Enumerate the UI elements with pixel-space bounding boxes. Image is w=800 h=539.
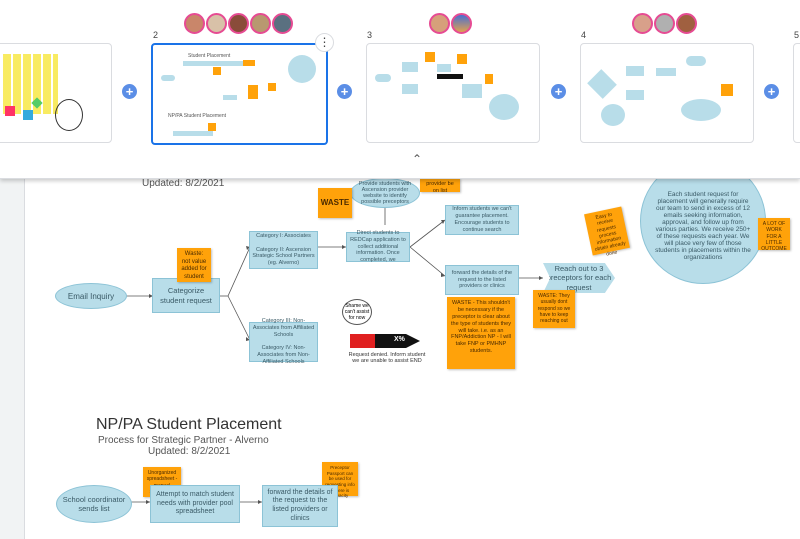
add-frame-icon[interactable]: +	[551, 84, 566, 99]
frame-thumbnail-5[interactable]	[793, 43, 800, 143]
frame-number-2: 2	[153, 30, 159, 40]
collaborator-avatar	[250, 13, 271, 34]
collapse-filmstrip-icon[interactable]: ⌃	[411, 152, 423, 166]
collaborator-avatar	[272, 13, 293, 34]
add-frame-icon[interactable]: +	[122, 84, 137, 99]
frame-number-5: 5	[794, 30, 800, 40]
waste-top-sticky[interactable]: provider be on list	[420, 178, 460, 194]
forward-details-node-2[interactable]: forward the details of the request to th…	[262, 485, 338, 527]
frame-thumbnail-2[interactable]: Student Placement NP/PA Student Placemen…	[151, 43, 328, 145]
attempt-match-node[interactable]: Attempt to match student needs with prov…	[150, 485, 240, 523]
red-arrow-shape	[350, 334, 420, 348]
frame-number-3: 3	[367, 30, 373, 40]
frame-thumbnail-4[interactable]	[580, 43, 754, 143]
collaborator-avatar	[184, 13, 205, 34]
reach-out-preceptors-node[interactable]: Reach out to 3 preceptors for each reque…	[543, 263, 615, 293]
email-inquiry-node[interactable]: Email Inquiry	[55, 283, 127, 309]
collaborator-avatar	[654, 13, 675, 34]
waste-no-response-sticky[interactable]: WASTE: They usually dont respond so we h…	[533, 290, 575, 328]
inform-students-node[interactable]: Inform students we can't guarantee place…	[445, 205, 519, 235]
frame-thumbnail-3[interactable]	[366, 43, 540, 143]
forward-details-node[interactable]: forward the details of the request to th…	[445, 265, 519, 295]
category-non-associates-node[interactable]: Category III: Non-Associates from Affili…	[249, 318, 318, 365]
updated-date-top: Updated: 8/2/2021	[142, 178, 225, 189]
add-frame-icon[interactable]: +	[764, 84, 779, 99]
waste-not-value-sticky[interactable]: Waste: not value added for student	[177, 248, 211, 282]
provide-website-node[interactable]: Provide students with Ascension provider…	[350, 178, 420, 208]
frame-more-options-icon[interactable]: ⋮	[315, 33, 334, 52]
collaborator-avatar	[451, 13, 472, 34]
red-arrow-label: X%	[394, 336, 405, 343]
section2-title: NP/PA Student Placement	[96, 416, 282, 433]
waste-label-sticky[interactable]: WASTE	[318, 188, 352, 218]
collaborator-avatar	[206, 13, 227, 34]
frames-filmstrip: + 2 Student Placement NP/PA Student Plac…	[0, 0, 800, 179]
section2-subtitle: Process for Strategic Partner - Alverno	[98, 435, 269, 446]
collaborator-avatar	[632, 13, 653, 34]
speech-bubble[interactable]: Shame we can't assist for now	[342, 299, 372, 325]
frame-number-4: 4	[581, 30, 587, 40]
add-frame-icon[interactable]: +	[337, 84, 352, 99]
collaborator-avatar	[676, 13, 697, 34]
request-denied-text: Request denied. Inform student we are un…	[348, 352, 426, 364]
lot-of-work-sticky[interactable]: A LOT OF WORK FOR A LITTLE OUTCOME	[758, 218, 790, 252]
direct-redcap-node[interactable]: Direct students to REDCap application to…	[346, 230, 410, 263]
school-coordinator-node[interactable]: School coordinator sends list	[56, 485, 132, 523]
categorize-request-node[interactable]: Categorize student request	[152, 278, 220, 313]
summary-circle-note[interactable]: Each student request for placement will …	[640, 158, 766, 284]
canvas-left-gutter	[0, 178, 25, 539]
section2-updated: Updated: 8/2/2021	[148, 446, 231, 457]
waste-preceptor-sticky[interactable]: WASTE - This shouldn't be necessary if t…	[447, 297, 515, 369]
collaborator-avatar	[228, 13, 249, 34]
collaborator-avatar	[429, 13, 450, 34]
frame-thumbnail-1[interactable]	[0, 43, 112, 143]
category-associates-node[interactable]: Category I: Associates Category II: Asce…	[249, 231, 318, 269]
